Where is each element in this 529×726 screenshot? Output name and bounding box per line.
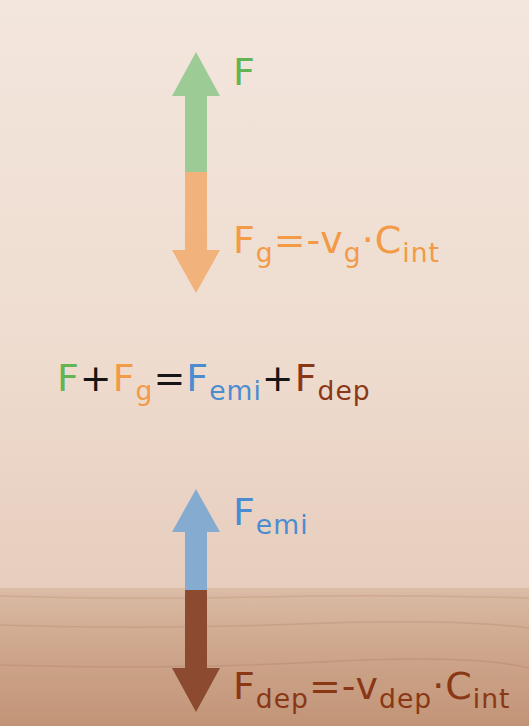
symbol: ·C <box>432 664 473 708</box>
ground <box>0 588 529 726</box>
flux-arrow-up <box>172 489 220 590</box>
flux-label: Femi <box>233 490 309 540</box>
subscript: emi <box>256 509 309 540</box>
flux-arrow-up <box>172 52 220 172</box>
subscript: dep <box>318 375 371 406</box>
symbol: = <box>153 356 186 400</box>
ground-ripple <box>0 622 529 628</box>
symbol: =-v <box>309 664 379 708</box>
symbol: =-v <box>274 218 344 262</box>
flux-arrow-down <box>172 172 220 293</box>
symbol: F <box>113 356 136 400</box>
symbol: F <box>186 356 209 400</box>
subscript: int <box>473 683 511 714</box>
flux-label: F+Fg=Femi+Fdep <box>57 356 371 406</box>
flux-label: F <box>233 50 256 96</box>
subscript: int <box>402 237 440 268</box>
subscript: dep <box>256 683 309 714</box>
symbol: + <box>80 356 113 400</box>
flux-label: Fg=-vg·Cint <box>233 218 440 268</box>
flux-arrow-down <box>172 590 220 712</box>
ground-ripple <box>0 596 529 599</box>
subscript: g <box>256 237 274 268</box>
subscript: dep <box>379 683 432 714</box>
symbol: ·C <box>362 218 403 262</box>
symbol: F <box>233 50 256 94</box>
symbol: + <box>262 356 295 400</box>
subscript: g <box>344 237 362 268</box>
subscript: emi <box>209 375 262 406</box>
symbol: F <box>233 490 256 534</box>
subscript: g <box>136 375 154 406</box>
symbol: F <box>233 218 256 262</box>
sky <box>0 0 529 592</box>
flux-label: Fdep=-vdep·Cint <box>233 664 510 714</box>
symbol: F <box>57 356 80 400</box>
symbol: F <box>295 356 318 400</box>
symbol: F <box>233 664 256 708</box>
